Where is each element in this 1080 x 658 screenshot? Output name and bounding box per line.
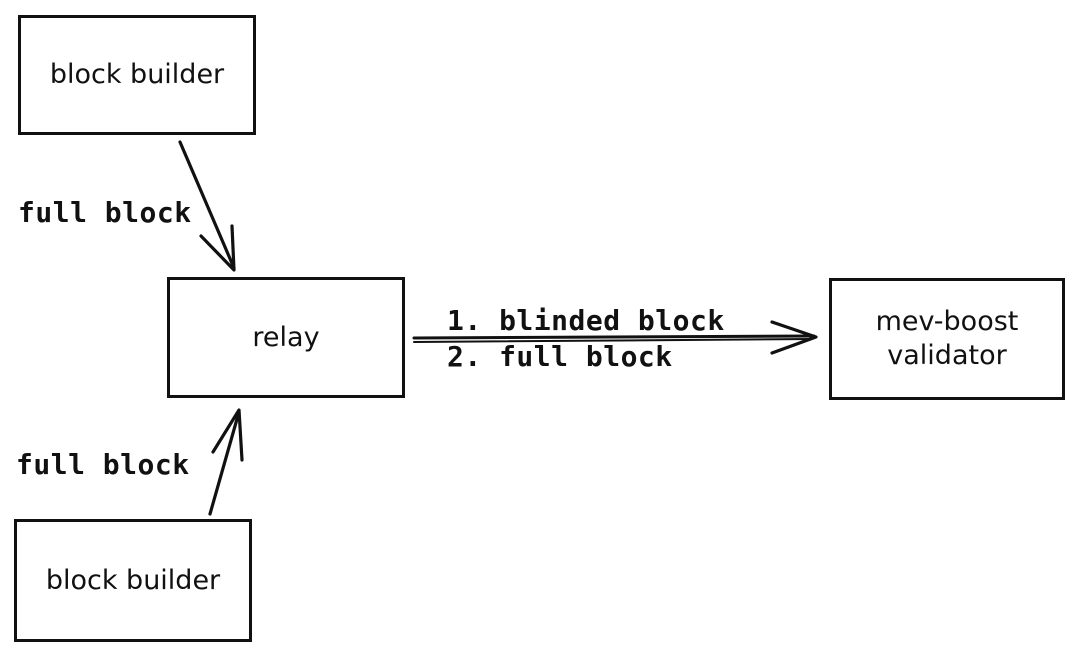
validator-label-line-1: mev-boost bbox=[875, 306, 1019, 338]
edge-label-blinded-block: 1. blinded block bbox=[447, 304, 725, 337]
edge-label-full-block: 2. full block bbox=[447, 340, 673, 373]
arrow-relay-to-validator bbox=[412, 334, 816, 340]
validator-label-line-2: validator bbox=[887, 340, 1007, 371]
block-builder-top-node: block builder bbox=[18, 15, 256, 135]
arrowhead-top-builder-to-relay bbox=[199, 224, 236, 272]
arrowhead-bottom-builder-to-relay bbox=[211, 408, 244, 462]
arrow-relay-to-validator-second-stroke bbox=[413, 338, 813, 343]
relay-node: relay bbox=[167, 277, 405, 398]
block-builder-bottom-label: block builder bbox=[45, 564, 221, 596]
arrowhead-relay-to-validator bbox=[770, 320, 818, 355]
relay-label: relay bbox=[252, 321, 320, 353]
arrow-top-builder-to-relay bbox=[178, 140, 236, 270]
arrow-bottom-builder-to-relay bbox=[208, 410, 241, 516]
mev-boost-validator-node: mev-boost validator bbox=[829, 278, 1065, 400]
edge-label-top-full-block: full block bbox=[18, 196, 192, 229]
block-builder-bottom-node: block builder bbox=[14, 519, 252, 642]
edge-label-bottom-full-block: full block bbox=[16, 448, 190, 481]
block-builder-top-label: block builder bbox=[49, 59, 225, 91]
